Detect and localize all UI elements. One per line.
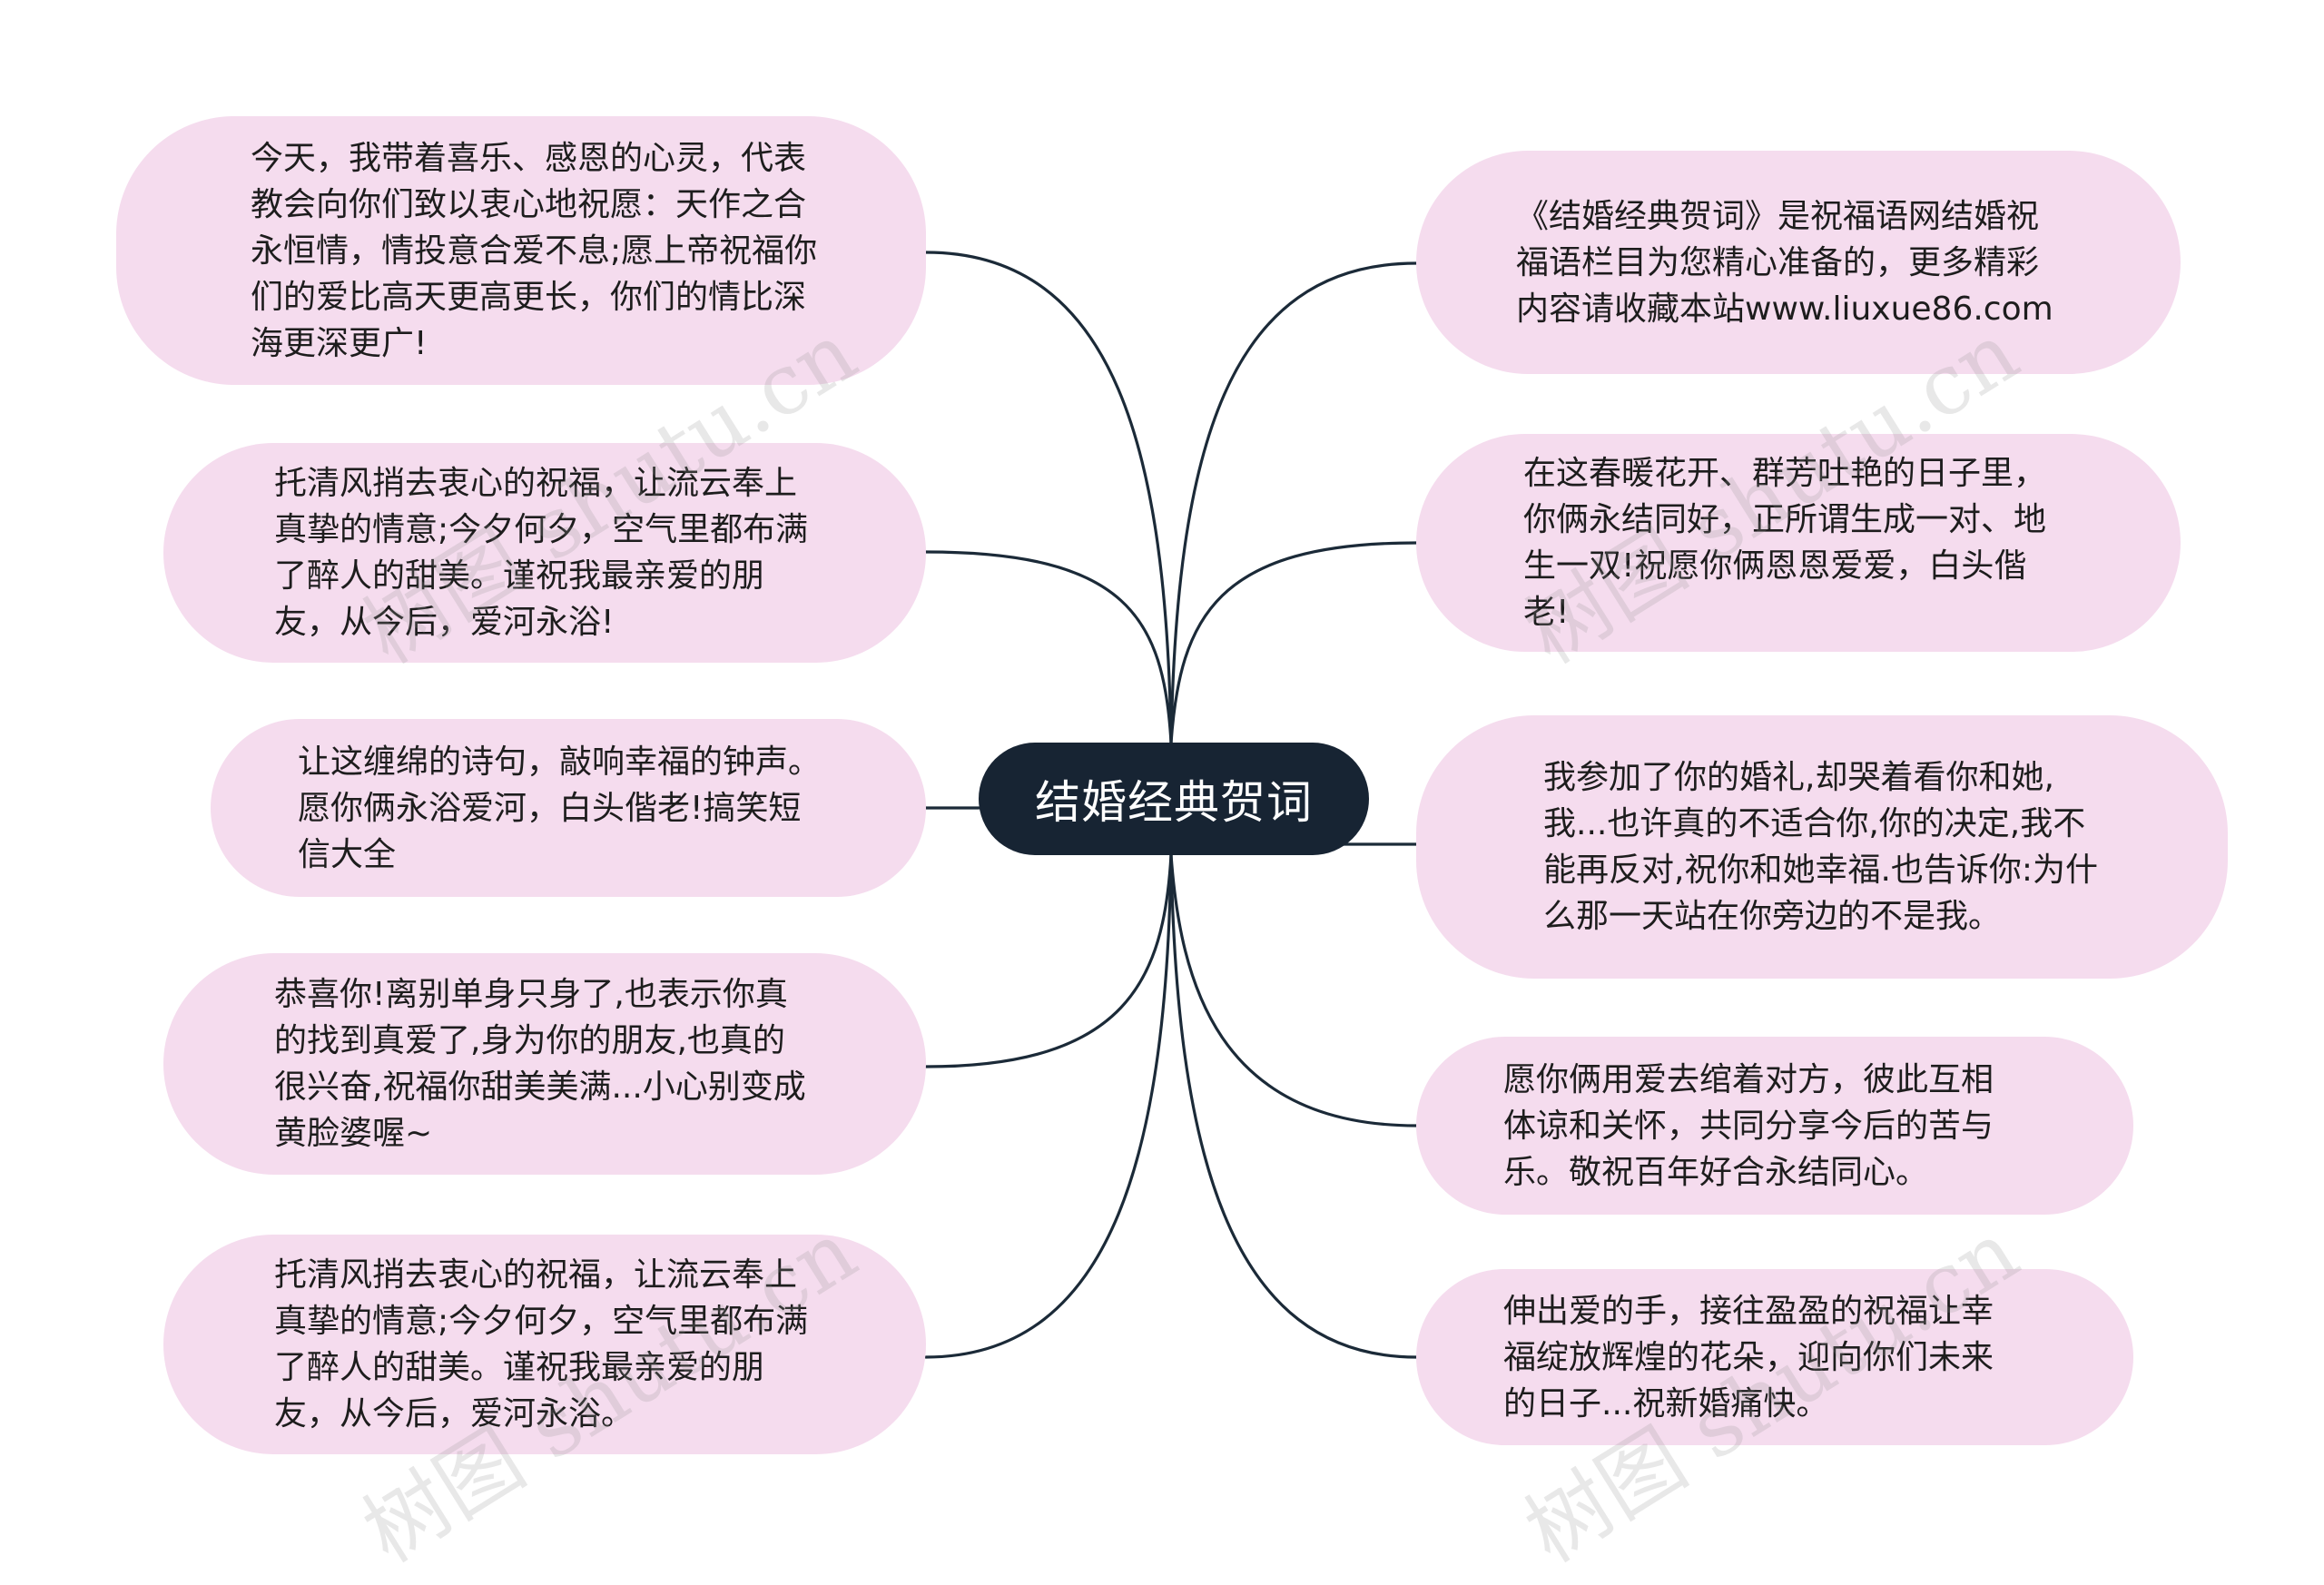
- connector-left-4: [924, 853, 1173, 1068]
- topic-node-right-1[interactable]: 《结婚经典贺词》是祝福语网结婚祝福语栏目为您精心准备的，更多精彩内容请收藏本站w…: [1416, 151, 2181, 374]
- topic-text: 在这春暖花开、群芳吐艳的日子里，你俩永结同好，正所谓生成一对、地生一双!祝愿你俩…: [1523, 455, 2047, 631]
- topic-text: 愿你俩用爱去绾着对方，彼此互相体谅和关怀，共同分享今后的苦与乐。敬祝百年好合永结…: [1503, 1060, 1994, 1191]
- topic-node-left-4[interactable]: 恭喜你!离别单身只身了,也表示你真的找到真爱了,身为你的朋友,也真的很兴奋,祝福…: [163, 953, 926, 1175]
- connector-right-2: [1169, 541, 1418, 744]
- central-topic-title: 结婚经典贺词: [1035, 776, 1313, 829]
- topic-node-left-5[interactable]: 托清风捎去衷心的祝福，让流云奉上真挚的情意;今夕何夕，空气里都布满了醉人的甜美。…: [163, 1235, 926, 1454]
- topic-node-left-2[interactable]: 托清风捎去衷心的祝福，让流云奉上真挚的情意;今夕何夕，空气里都布满了醉人的甜美。…: [163, 443, 926, 663]
- connector-left-2: [924, 550, 1173, 744]
- topic-text: 恭喜你!离别单身只身了,也表示你真的找到真爱了,身为你的朋友,也真的很兴奋,祝福…: [274, 976, 806, 1152]
- topic-node-left-1[interactable]: 今天，我带着喜乐、感恩的心灵，代表教会向你们致以衷心地祝愿：天作之合永恒情，情投…: [116, 116, 926, 385]
- topic-node-right-2[interactable]: 在这春暖花开、群芳吐艳的日子里，你俩永结同好，正所谓生成一对、地生一双!祝愿你俩…: [1416, 434, 2181, 652]
- topic-text: 《结婚经典贺词》是祝福语网结婚祝福语栏目为您精心准备的，更多精彩内容请收藏本站w…: [1516, 197, 2053, 328]
- topic-text: 托清风捎去衷心的祝福，让流云奉上真挚的情意;今夕何夕，空气里都布满了醉人的甜美。…: [274, 1256, 809, 1432]
- connector-left-5: [924, 853, 1173, 1359]
- connector-right-1: [1169, 261, 1418, 744]
- central-topic[interactable]: 结婚经典贺词: [979, 743, 1369, 855]
- topic-node-right-3[interactable]: 我参加了你的婚礼,却哭着看你和她,我...也许真的不适合你,你的决定,我不能再反…: [1416, 715, 2228, 979]
- topic-text: 伸出爱的手，接往盈盈的祝福让幸福绽放辉煌的花朵，迎向你们未来的日子...祝新婚痛…: [1503, 1292, 1994, 1423]
- topic-node-right-4[interactable]: 愿你俩用爱去绾着对方，彼此互相体谅和关怀，共同分享今后的苦与乐。敬祝百年好合永结…: [1416, 1037, 2133, 1215]
- connector-left-1: [924, 251, 1173, 744]
- topic-text: 今天，我带着喜乐、感恩的心灵，代表教会向你们致以衷心地祝愿：天作之合永恒情，情投…: [251, 139, 818, 362]
- connector-right-4: [1169, 853, 1418, 1127]
- topic-text: 我参加了你的婚礼,却哭着看你和她,我...也许真的不适合你,你的决定,我不能再反…: [1543, 759, 2099, 935]
- connector-right-5: [1169, 853, 1418, 1359]
- topic-node-right-5[interactable]: 伸出爱的手，接往盈盈的祝福让幸福绽放辉煌的花朵，迎向你们未来的日子...祝新婚痛…: [1416, 1269, 2133, 1445]
- topic-text: 托清风捎去衷心的祝福，让流云奉上真挚的情意;今夕何夕，空气里都布满了醉人的甜美。…: [274, 465, 809, 641]
- topic-node-left-3[interactable]: 让这缠绵的诗句，敲响幸福的钟声。愿你俩永浴爱河，白头偕老!搞笑短信大全: [211, 719, 926, 897]
- topic-text: 让这缠绵的诗句，敲响幸福的钟声。愿你俩永浴爱河，白头偕老!搞笑短信大全: [298, 743, 822, 873]
